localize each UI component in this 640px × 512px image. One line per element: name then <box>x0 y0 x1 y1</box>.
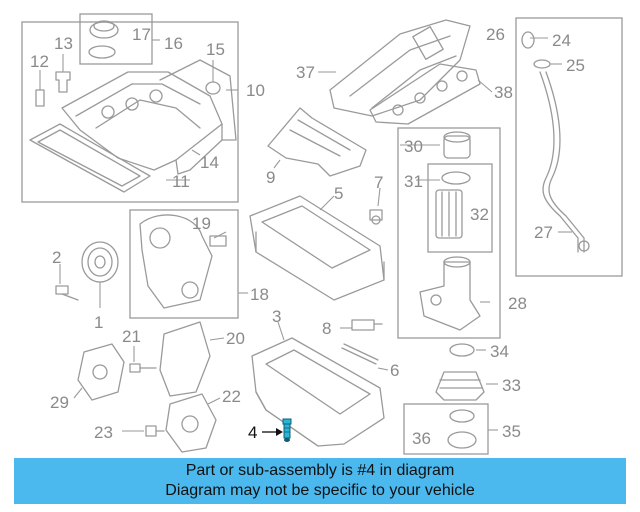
bolt-23-part <box>145 425 165 437</box>
oil-cap-box <box>79 13 153 65</box>
valve-cover-group-box <box>21 21 239 203</box>
label-35: 35 <box>502 422 521 441</box>
label-21: 21 <box>122 327 141 346</box>
label-36: 36 <box>412 429 431 448</box>
cooler-gasket-part <box>447 431 477 449</box>
filter-cap-part <box>443 131 471 159</box>
breather-cap-part <box>205 60 221 95</box>
label-20: 20 <box>226 329 245 348</box>
banner-line-1: Part or sub-assembly is #4 in diagram <box>185 462 455 479</box>
info-banner: Part or sub-assembly is #4 in diagram Di… <box>14 458 626 504</box>
label-16: 16 <box>164 34 183 53</box>
pulley-bolt-part <box>55 285 79 301</box>
bolt-21-part <box>129 363 157 373</box>
oil-filter-group-box <box>397 127 501 339</box>
label-8: 8 <box>322 319 331 338</box>
label-23: 23 <box>94 423 113 442</box>
label-25: 25 <box>566 56 585 75</box>
valve-cover-part <box>61 59 237 175</box>
oil-level-sensor-part <box>369 209 383 225</box>
banner-line-2: Diagram may not be specific to your vehi… <box>165 482 475 499</box>
cover-20-part <box>159 321 211 397</box>
oil-baffle-part <box>267 107 367 177</box>
drain-plug-part[interactable] <box>282 418 292 442</box>
grommet-part <box>55 54 71 93</box>
upper-oil-pan-part <box>249 195 385 301</box>
timing-seal-part <box>209 235 227 247</box>
label-30: 30 <box>404 137 423 156</box>
label-34: 34 <box>490 342 509 361</box>
label-5: 5 <box>334 184 343 203</box>
label-37: 37 <box>296 63 315 82</box>
timing-cover-part <box>139 214 213 309</box>
label-32: 32 <box>470 205 489 224</box>
label-3: 3 <box>272 307 281 326</box>
label-9: 9 <box>266 168 275 187</box>
label-6: 6 <box>390 361 399 380</box>
filter-oring-part <box>441 171 471 185</box>
oil-filter-housing-part <box>419 256 481 331</box>
label-24: 24 <box>552 31 571 50</box>
label-1: 1 <box>94 313 103 332</box>
label-4: 4 <box>248 423 257 442</box>
label-15: 15 <box>206 40 225 59</box>
label-27: 27 <box>534 223 553 242</box>
plug-part <box>35 70 45 107</box>
filter-element-part <box>435 189 463 239</box>
label-18: 18 <box>250 285 269 304</box>
label-7: 7 <box>374 173 383 192</box>
water-pump-part <box>77 343 125 401</box>
oil-cap-part <box>88 20 119 59</box>
label-2: 2 <box>52 248 61 267</box>
label-33: 33 <box>502 376 521 395</box>
cooler-seal-box <box>403 403 489 455</box>
valve-cover-gasket-part <box>29 123 151 193</box>
label-29: 29 <box>50 393 69 412</box>
dipstick-group-box <box>515 17 623 277</box>
label-31: 31 <box>404 172 423 191</box>
intake-manifold-part <box>329 19 471 117</box>
label-13: 13 <box>54 34 73 53</box>
label-19: 19 <box>192 214 211 233</box>
label-12: 12 <box>30 52 49 71</box>
seal-strip-6-part <box>341 343 379 365</box>
cover-22-part <box>165 393 217 453</box>
cooler-seal-part <box>449 409 475 423</box>
lower-oil-pan-part <box>251 337 385 447</box>
cooler-oring-part <box>449 343 475 357</box>
filter-element-box <box>427 163 493 253</box>
label-26: 26 <box>486 25 505 44</box>
label-17: 17 <box>132 25 151 44</box>
pan-bracket-8-part <box>351 319 383 331</box>
parts-diagram: 17 16 13 12 15 10 14 11 37 38 26 24 25 2… <box>21 13 623 455</box>
intake-gasket-part <box>369 63 481 125</box>
label-22: 22 <box>222 387 241 406</box>
label-28: 28 <box>508 294 527 313</box>
label-14: 14 <box>200 153 219 172</box>
crank-pulley-part <box>81 241 119 283</box>
oil-cooler-part <box>435 371 485 401</box>
arrowhead-icon <box>276 428 283 436</box>
label-38: 38 <box>494 83 513 102</box>
label-10: 10 <box>246 81 265 100</box>
label-11: 11 <box>172 172 190 191</box>
timing-cover-group-box <box>129 209 239 319</box>
